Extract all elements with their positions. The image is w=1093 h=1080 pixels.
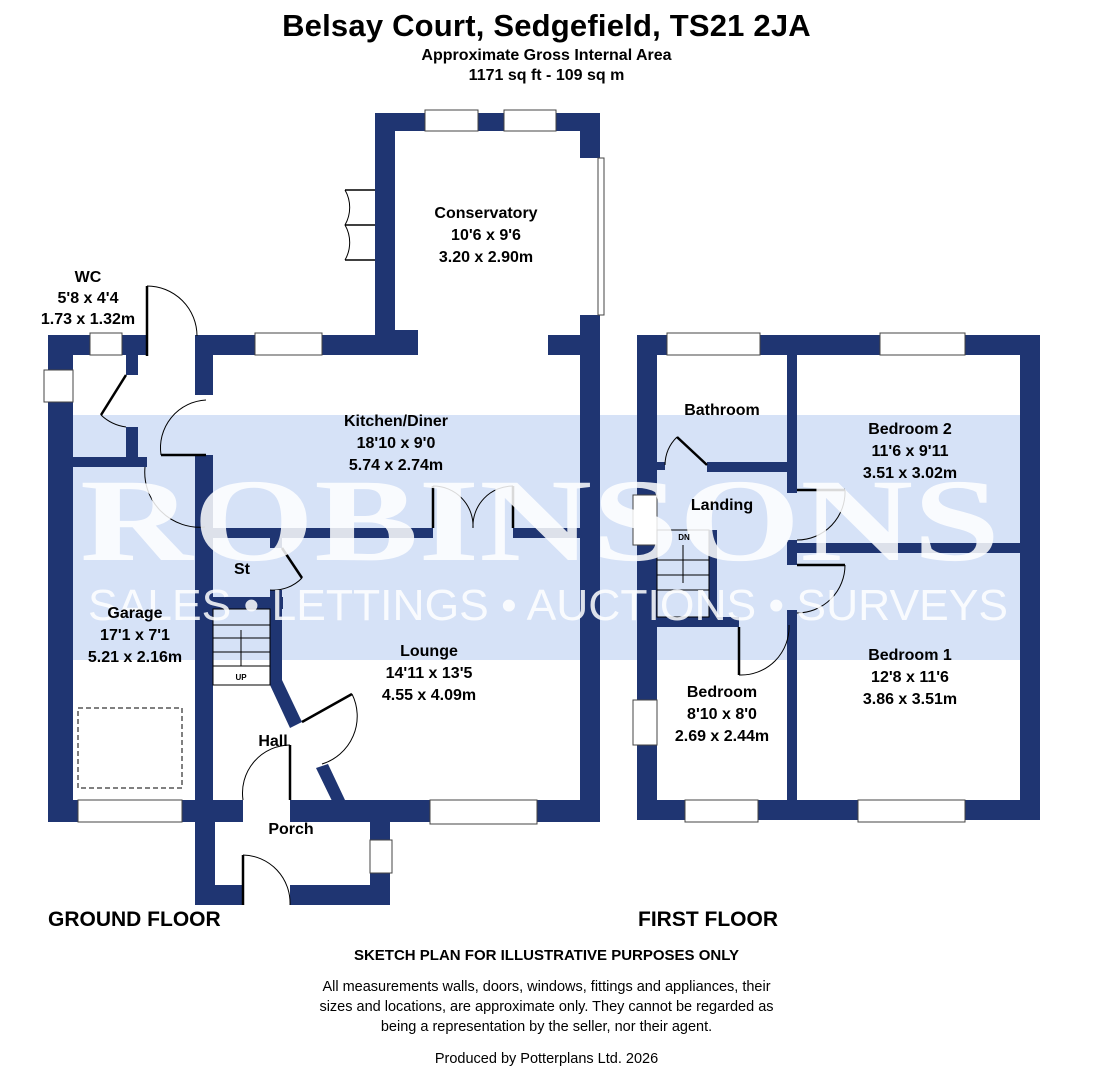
room-label-hall: Hall bbox=[258, 733, 287, 750]
svg-text:14'11 x 13'5: 14'11 x 13'5 bbox=[386, 665, 473, 682]
svg-text:Lounge: Lounge bbox=[400, 643, 458, 660]
svg-text:Kitchen/Diner: Kitchen/Diner bbox=[344, 413, 448, 430]
first-floor-windows bbox=[632, 332, 966, 823]
room-label-garage: Garage 17'1 x 7'1 5.21 x 2.16m bbox=[88, 605, 182, 666]
svg-text:12'8 x 11'6: 12'8 x 11'6 bbox=[871, 669, 949, 686]
first-floor-plan bbox=[637, 335, 1040, 820]
svg-text:4.55 x 4.09m: 4.55 x 4.09m bbox=[382, 687, 476, 704]
svg-text:Garage: Garage bbox=[107, 605, 162, 622]
ground-floor-doors bbox=[77, 189, 515, 906]
room-label-bedroom-1: Bedroom 1 12'8 x 11'6 3.86 x 3.51m bbox=[863, 647, 957, 708]
svg-text:8'10 x 8'0: 8'10 x 8'0 bbox=[687, 706, 757, 723]
room-label-lounge: Lounge 14'11 x 13'5 4.55 x 4.09m bbox=[382, 643, 476, 704]
ground-floor-plan bbox=[48, 113, 600, 905]
svg-text:WC: WC bbox=[75, 269, 102, 286]
svg-text:3.51 x 3.02m: 3.51 x 3.02m bbox=[863, 465, 957, 482]
svg-text:Bedroom: Bedroom bbox=[687, 684, 757, 701]
first-floor-doors bbox=[656, 436, 846, 676]
room-label-store: St bbox=[234, 561, 251, 578]
room-label-porch: Porch bbox=[268, 821, 313, 838]
sketch-notice: SKETCH PLAN FOR ILLUSTRATIVE PURPOSES ON… bbox=[353, 947, 740, 964]
svg-text:18'10 x 9'0: 18'10 x 9'0 bbox=[357, 435, 436, 452]
ground-floor-windows bbox=[43, 109, 605, 874]
room-label-bedroom: Bedroom 8'10 x 8'0 2.69 x 2.44m bbox=[675, 684, 769, 745]
disclaimer-line: sizes and locations, are approximate onl… bbox=[319, 999, 774, 1015]
svg-text:1.73 x 1.32m: 1.73 x 1.32m bbox=[41, 311, 135, 328]
svg-text:Bedroom 2: Bedroom 2 bbox=[868, 421, 952, 438]
room-label-kitchen-diner: Kitchen/Diner 18'10 x 9'0 5.74 x 2.74m bbox=[344, 413, 448, 474]
area-label: Approximate Gross Internal Area bbox=[421, 47, 672, 64]
svg-text:11'6 x 9'11: 11'6 x 9'11 bbox=[871, 443, 948, 460]
svg-text:Conservatory: Conservatory bbox=[434, 205, 537, 222]
stairs-down-label: DN bbox=[678, 533, 690, 542]
first-floor-label: FIRST FLOOR bbox=[638, 908, 778, 931]
disclaimer-line: being a representation by the seller, no… bbox=[380, 1019, 713, 1035]
svg-text:3.86 x 3.51m: 3.86 x 3.51m bbox=[863, 691, 957, 708]
room-label-conservatory: Conservatory 10'6 x 9'6 3.20 x 2.90m bbox=[434, 205, 537, 266]
disclaimer-line: All measurements walls, doors, windows, … bbox=[322, 979, 771, 995]
svg-text:5'8 x 4'4: 5'8 x 4'4 bbox=[58, 290, 119, 307]
svg-text:5.74 x 2.74m: 5.74 x 2.74m bbox=[349, 457, 443, 474]
svg-text:3.20 x 2.90m: 3.20 x 2.90m bbox=[439, 249, 533, 266]
disclaimer: All measurements walls, doors, windows, … bbox=[0, 977, 1093, 1037]
svg-text:17'1 x 7'1: 17'1 x 7'1 bbox=[100, 627, 170, 644]
produced-by: Produced by Potterplans Ltd. 2026 bbox=[434, 1051, 659, 1067]
svg-text:10'6 x 9'6: 10'6 x 9'6 bbox=[451, 227, 521, 244]
svg-text:2.69 x 2.44m: 2.69 x 2.44m bbox=[675, 728, 769, 745]
area-value: 1171 sq ft - 109 sq m bbox=[468, 67, 625, 84]
svg-text:Bedroom 1: Bedroom 1 bbox=[868, 647, 952, 664]
ground-floor-label: GROUND FLOOR bbox=[48, 908, 221, 931]
plan-title: Belsay Court, Sedgefield, TS21 2JA bbox=[282, 8, 811, 43]
room-label-bedroom-2: Bedroom 2 11'6 x 9'11 3.51 x 3.02m bbox=[863, 421, 957, 482]
svg-text:5.21 x 2.16m: 5.21 x 2.16m bbox=[88, 649, 182, 666]
room-label-bathroom: Bathroom bbox=[684, 402, 760, 419]
room-label-landing: Landing bbox=[691, 497, 753, 514]
watermark-tagline: SALES • LETTINGS • AUCTIONS • SURVEYS bbox=[88, 581, 1008, 630]
stairs-up-label: UP bbox=[235, 673, 247, 682]
room-label-wc: WC 5'8 x 4'4 1.73 x 1.32m bbox=[41, 269, 135, 328]
watermark-brand: ROBINSONS bbox=[80, 455, 1000, 586]
